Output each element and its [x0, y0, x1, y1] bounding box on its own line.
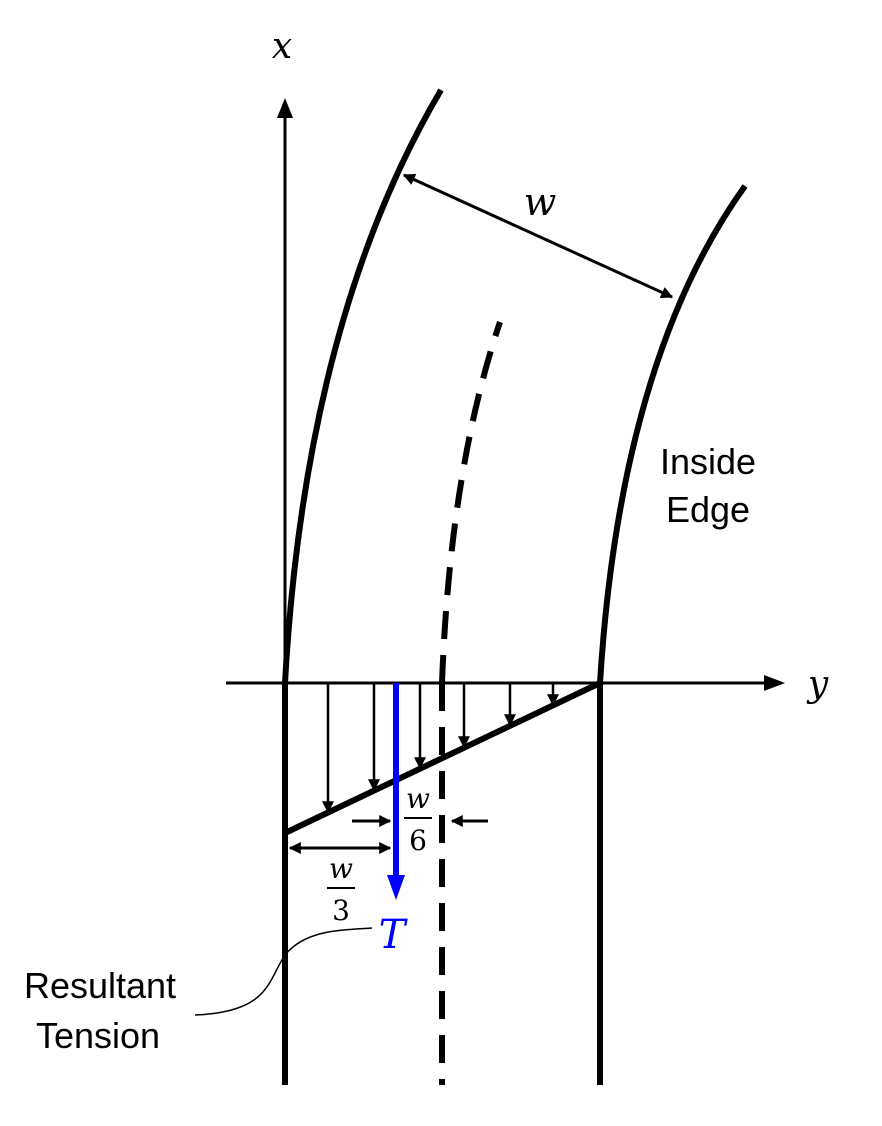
- x-axis-label: x: [272, 26, 292, 67]
- resultant-tension-label-line1: Resultant: [24, 965, 176, 1006]
- inside-edge-label-line2: Edge: [666, 489, 750, 530]
- resultant-arrowhead: [387, 875, 405, 900]
- width-dimension-arrow: [402, 173, 674, 299]
- width-label: w: [524, 180, 557, 224]
- w3-fraction-numerator: w: [329, 852, 353, 885]
- distribution-arrows: [322, 683, 559, 814]
- w3-fraction-denominator: 3: [332, 894, 350, 927]
- centerline-curve: [439, 321, 503, 684]
- y-axis-arrowhead: [764, 675, 785, 691]
- inside-edge-label-line1: Inside: [660, 441, 756, 482]
- tension-distribution-line: [283, 680, 602, 836]
- w6-fraction-denominator: 6: [409, 824, 427, 857]
- resultant-tension-leader: [194, 927, 373, 1016]
- y-axis-label: y: [806, 664, 829, 705]
- inside-edge-curve: [597, 184, 748, 684]
- outer-edge-curve: [282, 88, 444, 684]
- resultant-label: T: [379, 912, 409, 958]
- w6-fraction-numerator: w: [406, 782, 430, 815]
- resultant-tension-label-line2: Tension: [36, 1015, 160, 1056]
- x-axis-arrowhead: [277, 98, 293, 118]
